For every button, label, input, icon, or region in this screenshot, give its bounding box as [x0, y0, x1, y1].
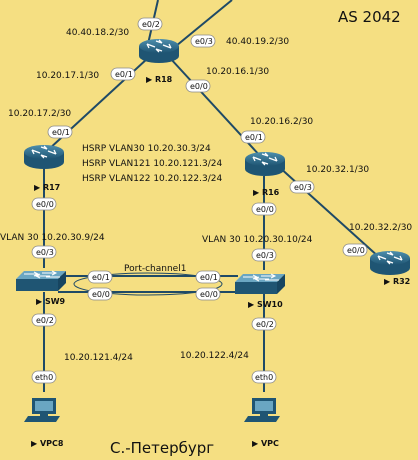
vpc8-icon[interactable] — [24, 398, 60, 422]
address-r17-e01: 10.20.17.2/30 — [8, 109, 71, 119]
port-badge-vpc-eth0 — [251, 370, 277, 384]
router-r32[interactable] — [369, 250, 411, 276]
port-badge-sw10-e03 — [251, 248, 277, 262]
device-label-sw9: ▶ SW9 — [36, 297, 66, 306]
port-label-vpc-eth0: eth0 — [255, 373, 273, 382]
port-label-r16-e00: e0/0 — [256, 205, 274, 214]
port-label-r18-e02: e0/2 — [142, 20, 160, 29]
hsrp-line-vlan30: HSRP VLAN30 10.20.30.3/24 — [82, 144, 211, 154]
address-r18-e01: 10.20.17.1/30 — [36, 71, 99, 81]
device-label-vpc: ▶ VPC — [252, 439, 279, 448]
address-r18-e02: 40.40.18.2/30 — [66, 28, 129, 38]
port-badge-r16-e01 — [240, 130, 266, 144]
switch-sw9[interactable] — [15, 270, 67, 292]
router-r16[interactable] — [244, 151, 286, 177]
as-label: AS 2042 — [338, 8, 401, 26]
port-badge-r18-e02 — [137, 17, 163, 31]
vpc8-ip-label: 10.20.121.4/24 — [64, 353, 133, 363]
port-badge-r18-e00 — [185, 79, 211, 93]
port-badge-sw9-e01 — [87, 270, 113, 284]
port-badge-r17-e01 — [47, 125, 73, 139]
vpc-ip-label: 10.20.122.4/24 — [180, 351, 249, 361]
port-label-sw9-e02: e0/2 — [36, 316, 54, 325]
address-r32-e00: 10.20.32.2/30 — [349, 223, 412, 233]
address-r16-e03: 10.20.32.1/30 — [306, 165, 369, 175]
port-badge-sw10-e00 — [195, 287, 221, 301]
port-badge-r17-e00 — [31, 197, 57, 211]
port-channel-label: Port-channel1 — [124, 264, 186, 274]
port-badge-r16-e03 — [289, 180, 315, 194]
device-label-r16: ▶ R16 — [253, 188, 280, 197]
port-label-r17-e01: e0/1 — [52, 128, 70, 137]
port-badge-sw10-e01 — [195, 270, 221, 284]
port-badge-sw9-e02 — [31, 313, 57, 327]
address-r18-e03: 40.40.19.2/30 — [226, 37, 289, 47]
device-label-vpc8: ▶ VPC8 — [31, 439, 64, 448]
port-label-r32-e00: e0/0 — [347, 246, 365, 255]
port-badge-r32-e00 — [342, 243, 368, 257]
port-badges: e0/2 e0/3 e0/1 e0/0 e0/1 e0/0 e0/1 e0/3 … — [31, 17, 368, 384]
port-label-r16-e03: e0/3 — [294, 183, 312, 192]
port-label-vpc8-eth0: eth0 — [35, 373, 53, 382]
address-labels: 40.40.18.2/30 40.40.19.2/30 10.20.17.1/3… — [0, 28, 412, 363]
port-label-sw10-e02: e0/2 — [256, 320, 274, 329]
link-r18-upper-right — [175, 0, 233, 47]
links — [43, 0, 381, 392]
address-r16-e01: 10.20.16.2/30 — [250, 117, 313, 127]
port-label-sw9-e01: e0/1 — [92, 273, 110, 282]
device-label-r17: ▶ R17 — [34, 183, 60, 192]
port-badge-vpc8-eth0 — [31, 370, 57, 384]
port-badge-sw9-e03 — [31, 245, 57, 259]
device-label-sw10: ▶ SW10 — [248, 300, 283, 309]
vpc-icon[interactable] — [244, 398, 280, 422]
port-label-r16-e01: e0/1 — [245, 133, 263, 142]
port-channel-ellipse — [73, 272, 223, 296]
port-label-sw10-e00: e0/0 — [200, 290, 218, 299]
hsrp-line-vlan122: HSRP VLAN122 10.20.122.3/24 — [82, 174, 222, 184]
hsrp-block: HSRP VLAN30 10.20.30.3/24 HSRP VLAN121 1… — [82, 144, 222, 184]
port-label-r18-e03: e0/3 — [195, 37, 213, 46]
port-label-r18-e01: e0/1 — [115, 70, 133, 79]
vlan30-r17-label: VLAN 30 10.20.30.9/24 — [0, 233, 105, 243]
device-label-r32: ▶ R32 — [384, 277, 410, 286]
port-label-sw10-e03: e0/3 — [256, 251, 274, 260]
port-label-sw10-e01: e0/1 — [200, 273, 218, 282]
city-label: С.-Петербург — [110, 439, 214, 457]
hsrp-line-vlan121: HSRP VLAN121 10.20.121.3/24 — [82, 159, 222, 169]
vlan30-r16-label: VLAN 30 10.20.30.10/24 — [202, 235, 313, 245]
switch-sw10[interactable] — [234, 273, 286, 295]
port-label-sw9-e00: e0/0 — [92, 290, 110, 299]
port-label-sw9-e03: e0/3 — [36, 248, 54, 257]
router-r17[interactable] — [23, 144, 65, 170]
port-badge-r18-e01 — [110, 67, 136, 81]
port-badge-sw10-e02 — [251, 317, 277, 331]
port-label-r17-e00: e0/0 — [36, 200, 54, 209]
address-r18-e00: 10.20.16.1/30 — [206, 67, 269, 77]
port-badge-r18-e03 — [190, 34, 216, 48]
port-badge-sw9-e00 — [87, 287, 113, 301]
port-label-r18-e00: e0/0 — [190, 82, 208, 91]
port-badge-r16-e00 — [251, 202, 277, 216]
device-label-r18: ▶ R18 — [146, 75, 173, 84]
router-r18[interactable] — [138, 38, 180, 64]
